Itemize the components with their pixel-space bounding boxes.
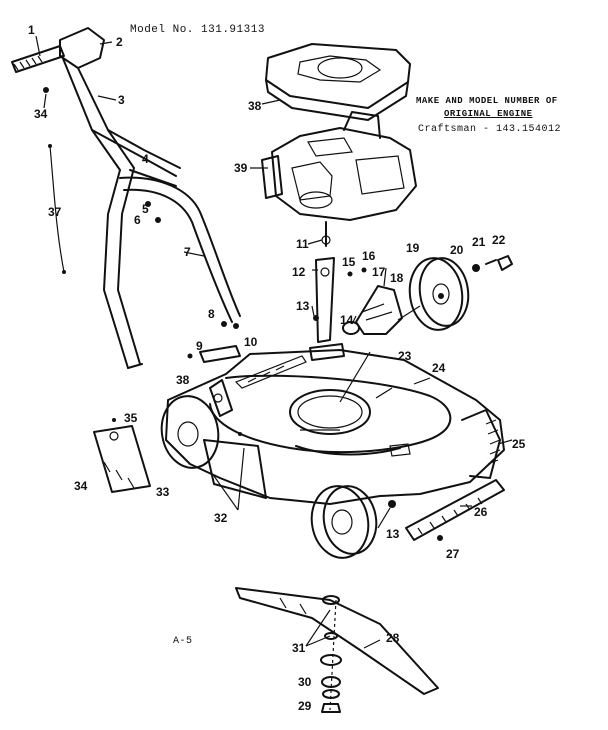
callout-28: 28 <box>386 631 400 645</box>
engine-heading-line1: MAKE AND MODEL NUMBER OF <box>416 96 558 106</box>
callout-13-top: 13 <box>296 299 310 313</box>
callout-27: 27 <box>446 547 460 561</box>
callout-12: 12 <box>292 265 306 279</box>
callout-6: 6 <box>134 213 141 227</box>
callout-9: 9 <box>196 339 203 353</box>
callout-26: 26 <box>474 505 488 519</box>
callout-7: 7 <box>184 245 191 259</box>
mower-deck <box>165 349 505 505</box>
callout-24: 24 <box>432 361 446 375</box>
callout-30: 30 <box>298 675 312 689</box>
callout-38-top: 38 <box>248 99 262 113</box>
control-rod <box>49 145 65 273</box>
callout-15: 15 <box>342 255 356 269</box>
callout-19: 19 <box>406 241 420 255</box>
callout-10: 10 <box>244 335 258 349</box>
callout-20: 20 <box>450 243 464 257</box>
blade-hardware <box>320 595 342 713</box>
deck-hardware <box>187 345 242 436</box>
callout-numbers: 1 2 3 34 4 5 6 37 7 8 9 10 38 38 39 11 1… <box>28 23 526 713</box>
callout-31: 31 <box>292 641 306 655</box>
callout-21: 21 <box>472 235 486 249</box>
engine <box>261 111 417 221</box>
callout-11: 11 <box>296 237 309 251</box>
front-wheel-left <box>160 395 220 469</box>
handle-assembly <box>11 27 181 369</box>
handle-hardware <box>43 87 239 329</box>
callout-34-top: 34 <box>34 107 48 121</box>
engine-heading-line2: ORIGINAL ENGINE <box>444 109 533 119</box>
callout-3: 3 <box>118 93 125 107</box>
callout-38-left: 38 <box>176 373 190 387</box>
callout-4: 4 <box>142 152 149 166</box>
engine-model-number: Craftsman - 143.154012 <box>418 124 562 135</box>
page-id: A-5 <box>173 636 193 647</box>
callout-23: 23 <box>398 349 412 363</box>
callout-16: 16 <box>362 249 376 263</box>
model-number-label: Model No. 131.91313 <box>130 24 265 36</box>
callout-37: 37 <box>48 205 62 219</box>
callout-35: 35 <box>124 411 138 425</box>
rear-baffle <box>93 418 151 493</box>
front-wheel-right <box>310 485 378 559</box>
callout-22: 22 <box>492 233 506 247</box>
callout-29: 29 <box>298 699 312 713</box>
height-adjuster <box>388 409 505 541</box>
lower-handle <box>119 176 241 323</box>
callout-25: 25 <box>512 437 526 451</box>
callout-1: 1 <box>28 23 35 37</box>
callout-5: 5 <box>142 202 149 216</box>
callout-2: 2 <box>116 35 123 49</box>
callout-13-lower: 13 <box>386 527 400 541</box>
callout-18: 18 <box>390 271 404 285</box>
callout-8: 8 <box>208 307 215 321</box>
callout-32: 32 <box>214 511 228 525</box>
engine-shroud <box>265 43 411 121</box>
callout-17: 17 <box>372 265 386 279</box>
engine-shaft-parts <box>309 221 403 361</box>
callout-34-lower: 34 <box>74 479 88 493</box>
callout-39: 39 <box>234 161 248 175</box>
leader-lines <box>35 35 513 649</box>
callout-14: 14 <box>340 313 354 327</box>
rear-wheel <box>397 255 513 331</box>
callout-33: 33 <box>156 485 170 499</box>
